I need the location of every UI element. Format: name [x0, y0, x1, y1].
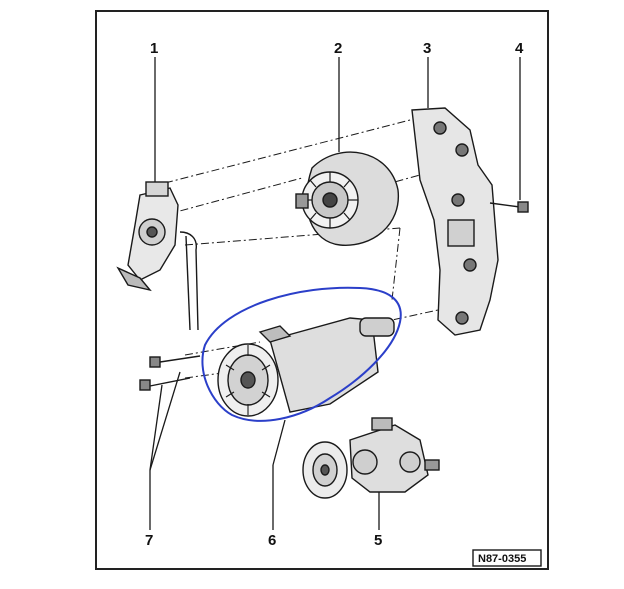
- callout-4: 4: [515, 40, 524, 57]
- part-bolts: [139, 355, 201, 391]
- part-ac-compressor: [217, 317, 395, 417]
- callout-1: 1: [150, 40, 158, 57]
- callout-7: 7: [145, 532, 153, 549]
- part-alternator: [295, 151, 399, 246]
- callout-3: 3: [423, 40, 431, 57]
- leader-lines: [149, 57, 521, 530]
- reference-tag: N87-0355: [472, 549, 542, 567]
- callout-2: 2: [334, 40, 342, 57]
- diagram-frame: [95, 10, 549, 570]
- part-power-steering-pump: [302, 417, 440, 499]
- part-mounting-bracket: [411, 107, 499, 336]
- drive-belt: [179, 231, 199, 331]
- part-bolt: [489, 201, 529, 213]
- part-tensioner: [116, 181, 179, 292]
- highlight-circle: [201, 286, 402, 422]
- callout-5: 5: [374, 532, 382, 549]
- reference-tag-text: N87-0355: [478, 553, 526, 565]
- callout-6: 6: [268, 532, 276, 549]
